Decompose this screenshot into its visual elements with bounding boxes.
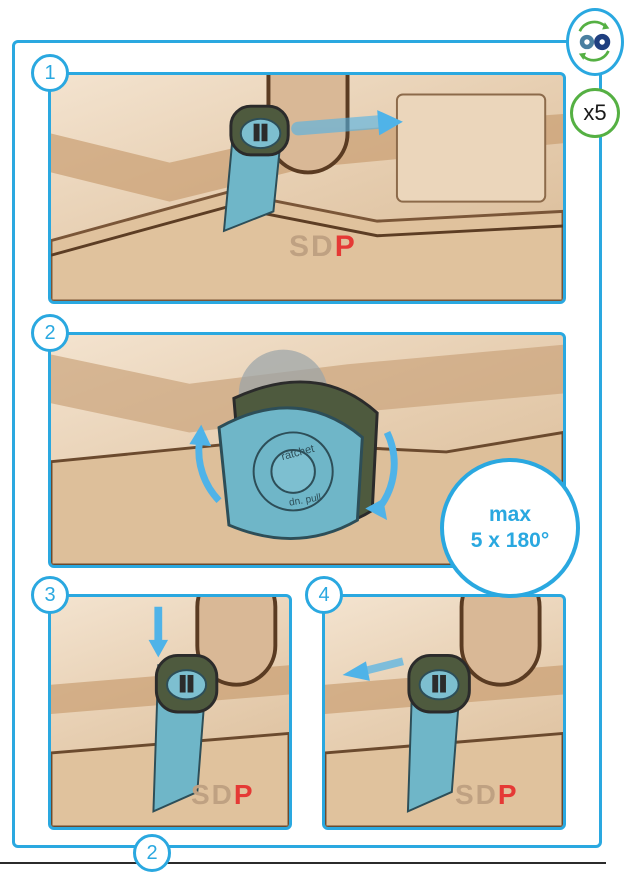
rotation-limit-callout: max 5 x 180° — [440, 458, 580, 598]
step-number-2: 2 — [31, 314, 69, 352]
gears-icon — [566, 8, 624, 76]
bottom-rule — [0, 862, 606, 864]
brand-logo: SDP — [191, 779, 255, 811]
step-number-4: 4 — [305, 576, 343, 614]
rotation-limit-line2: 5 x 180° — [471, 528, 549, 554]
step-3-panel: SDP — [48, 594, 292, 830]
quantity-badge: x5 — [570, 88, 620, 138]
step-1-panel: SDP — [48, 72, 566, 304]
brand-logo: SDP — [455, 779, 519, 811]
rotation-limit-line1: max — [489, 502, 531, 528]
footer-reference-number: 2 — [133, 834, 171, 872]
step-4-panel: SDP — [322, 594, 566, 830]
step-number-3: 3 — [31, 576, 69, 614]
step-number-1: 1 — [31, 54, 69, 92]
brand-logo: SDP — [289, 230, 357, 264]
